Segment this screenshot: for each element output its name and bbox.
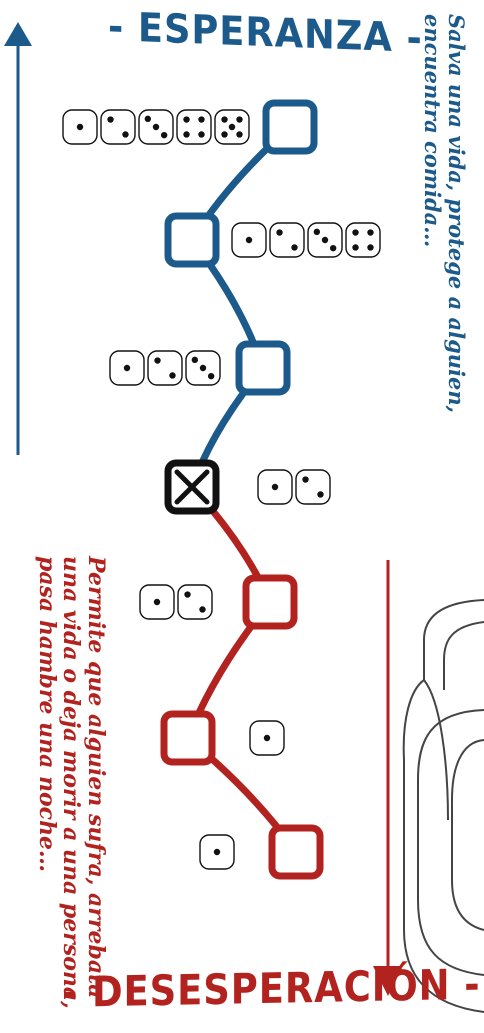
hope-text-line: encuentra comida…: [420, 14, 446, 248]
die-pip: [367, 229, 374, 236]
die-face-icon: [138, 109, 174, 145]
die-face-icon: [62, 109, 98, 145]
despair-title: - DESESPERACIÓN -: [62, 959, 481, 1017]
track-box: [235, 340, 291, 396]
die-pip: [76, 123, 84, 131]
die-face-icon: [249, 720, 285, 756]
despair-description: Permite que alguien sufra, arrebata una …: [33, 556, 109, 1009]
die-pip: [107, 116, 114, 123]
die-pip: [169, 372, 176, 379]
die-pip: [153, 598, 161, 606]
die-pip: [152, 123, 160, 131]
die-pip: [207, 372, 215, 380]
die-pip: [221, 116, 228, 123]
die-face-icon: [257, 469, 293, 505]
die-pip: [123, 364, 131, 372]
die-pip: [329, 244, 337, 252]
die-pip: [199, 364, 207, 372]
track-nodes: [160, 99, 324, 880]
hope-description: Salva una vida, protege a alguien, encue…: [420, 14, 469, 413]
die-outline: [345, 222, 381, 258]
die-pip: [236, 131, 243, 138]
die-pip: [122, 131, 129, 138]
die-face-icon: [214, 109, 250, 145]
despair-arrow-head-icon: [373, 966, 403, 996]
die-pip: [228, 123, 236, 131]
die-face-icon: [185, 350, 221, 386]
die-face-icon: [139, 584, 175, 620]
die-pip: [221, 131, 228, 138]
die-face-icon: [147, 350, 183, 386]
die-face-icon: [307, 222, 343, 258]
die-pip: [317, 491, 324, 498]
die-face-icon: [109, 350, 145, 386]
die-pip: [352, 244, 359, 251]
die-pip: [276, 229, 283, 236]
die-outline: [177, 584, 213, 620]
track-box: [262, 99, 318, 155]
die-face-icon: [176, 109, 212, 145]
die-pip: [183, 131, 190, 138]
die-pip: [198, 116, 205, 123]
die-pip: [160, 131, 168, 139]
die-pip: [321, 236, 329, 244]
die-pip: [198, 131, 205, 138]
track-box: [268, 824, 324, 880]
despair-text-line: pasa hambre una noche…: [33, 556, 60, 873]
hope-arrow-head-icon: [4, 22, 32, 46]
current-mark-icon: [174, 469, 210, 505]
die-outline: [269, 222, 305, 258]
die-pip: [291, 244, 298, 251]
die-face-icon: [177, 584, 213, 620]
die-face-icon: [345, 222, 381, 258]
die-pip: [213, 848, 221, 856]
die-outline: [176, 109, 212, 145]
die-pip: [352, 229, 359, 236]
backpack-illustration-icon: [402, 599, 484, 1013]
die-pip: [236, 116, 243, 123]
die-outline: [100, 109, 136, 145]
die-outline: [295, 469, 331, 505]
die-face-icon: [199, 834, 235, 870]
die-pip: [191, 356, 199, 364]
die-face-icon: [100, 109, 136, 145]
despair-text-line: Permite que alguien sufra, arrebata: [83, 556, 109, 999]
die-pip: [183, 116, 190, 123]
die-pip: [154, 357, 161, 364]
despair-text-line: una vida o deja morir a una persona,: [58, 556, 85, 1009]
die-pip: [199, 606, 206, 613]
track-box: [242, 574, 298, 630]
die-pip: [271, 483, 279, 491]
die-pip: [245, 236, 253, 244]
hope-text-line: Salva una vida, protege a alguien,: [444, 14, 469, 413]
die-outline: [147, 350, 183, 386]
die-pip: [184, 591, 191, 598]
dice-groups: [62, 109, 381, 870]
die-pip: [367, 244, 374, 251]
die-face-icon: [269, 222, 305, 258]
die-pip: [263, 734, 271, 742]
die-pip: [313, 228, 321, 236]
track-box: [164, 212, 220, 268]
die-face-icon: [295, 469, 331, 505]
die-face-icon: [231, 222, 267, 258]
track-box: [160, 710, 216, 766]
die-pip: [144, 115, 152, 123]
die-pip: [302, 476, 309, 483]
